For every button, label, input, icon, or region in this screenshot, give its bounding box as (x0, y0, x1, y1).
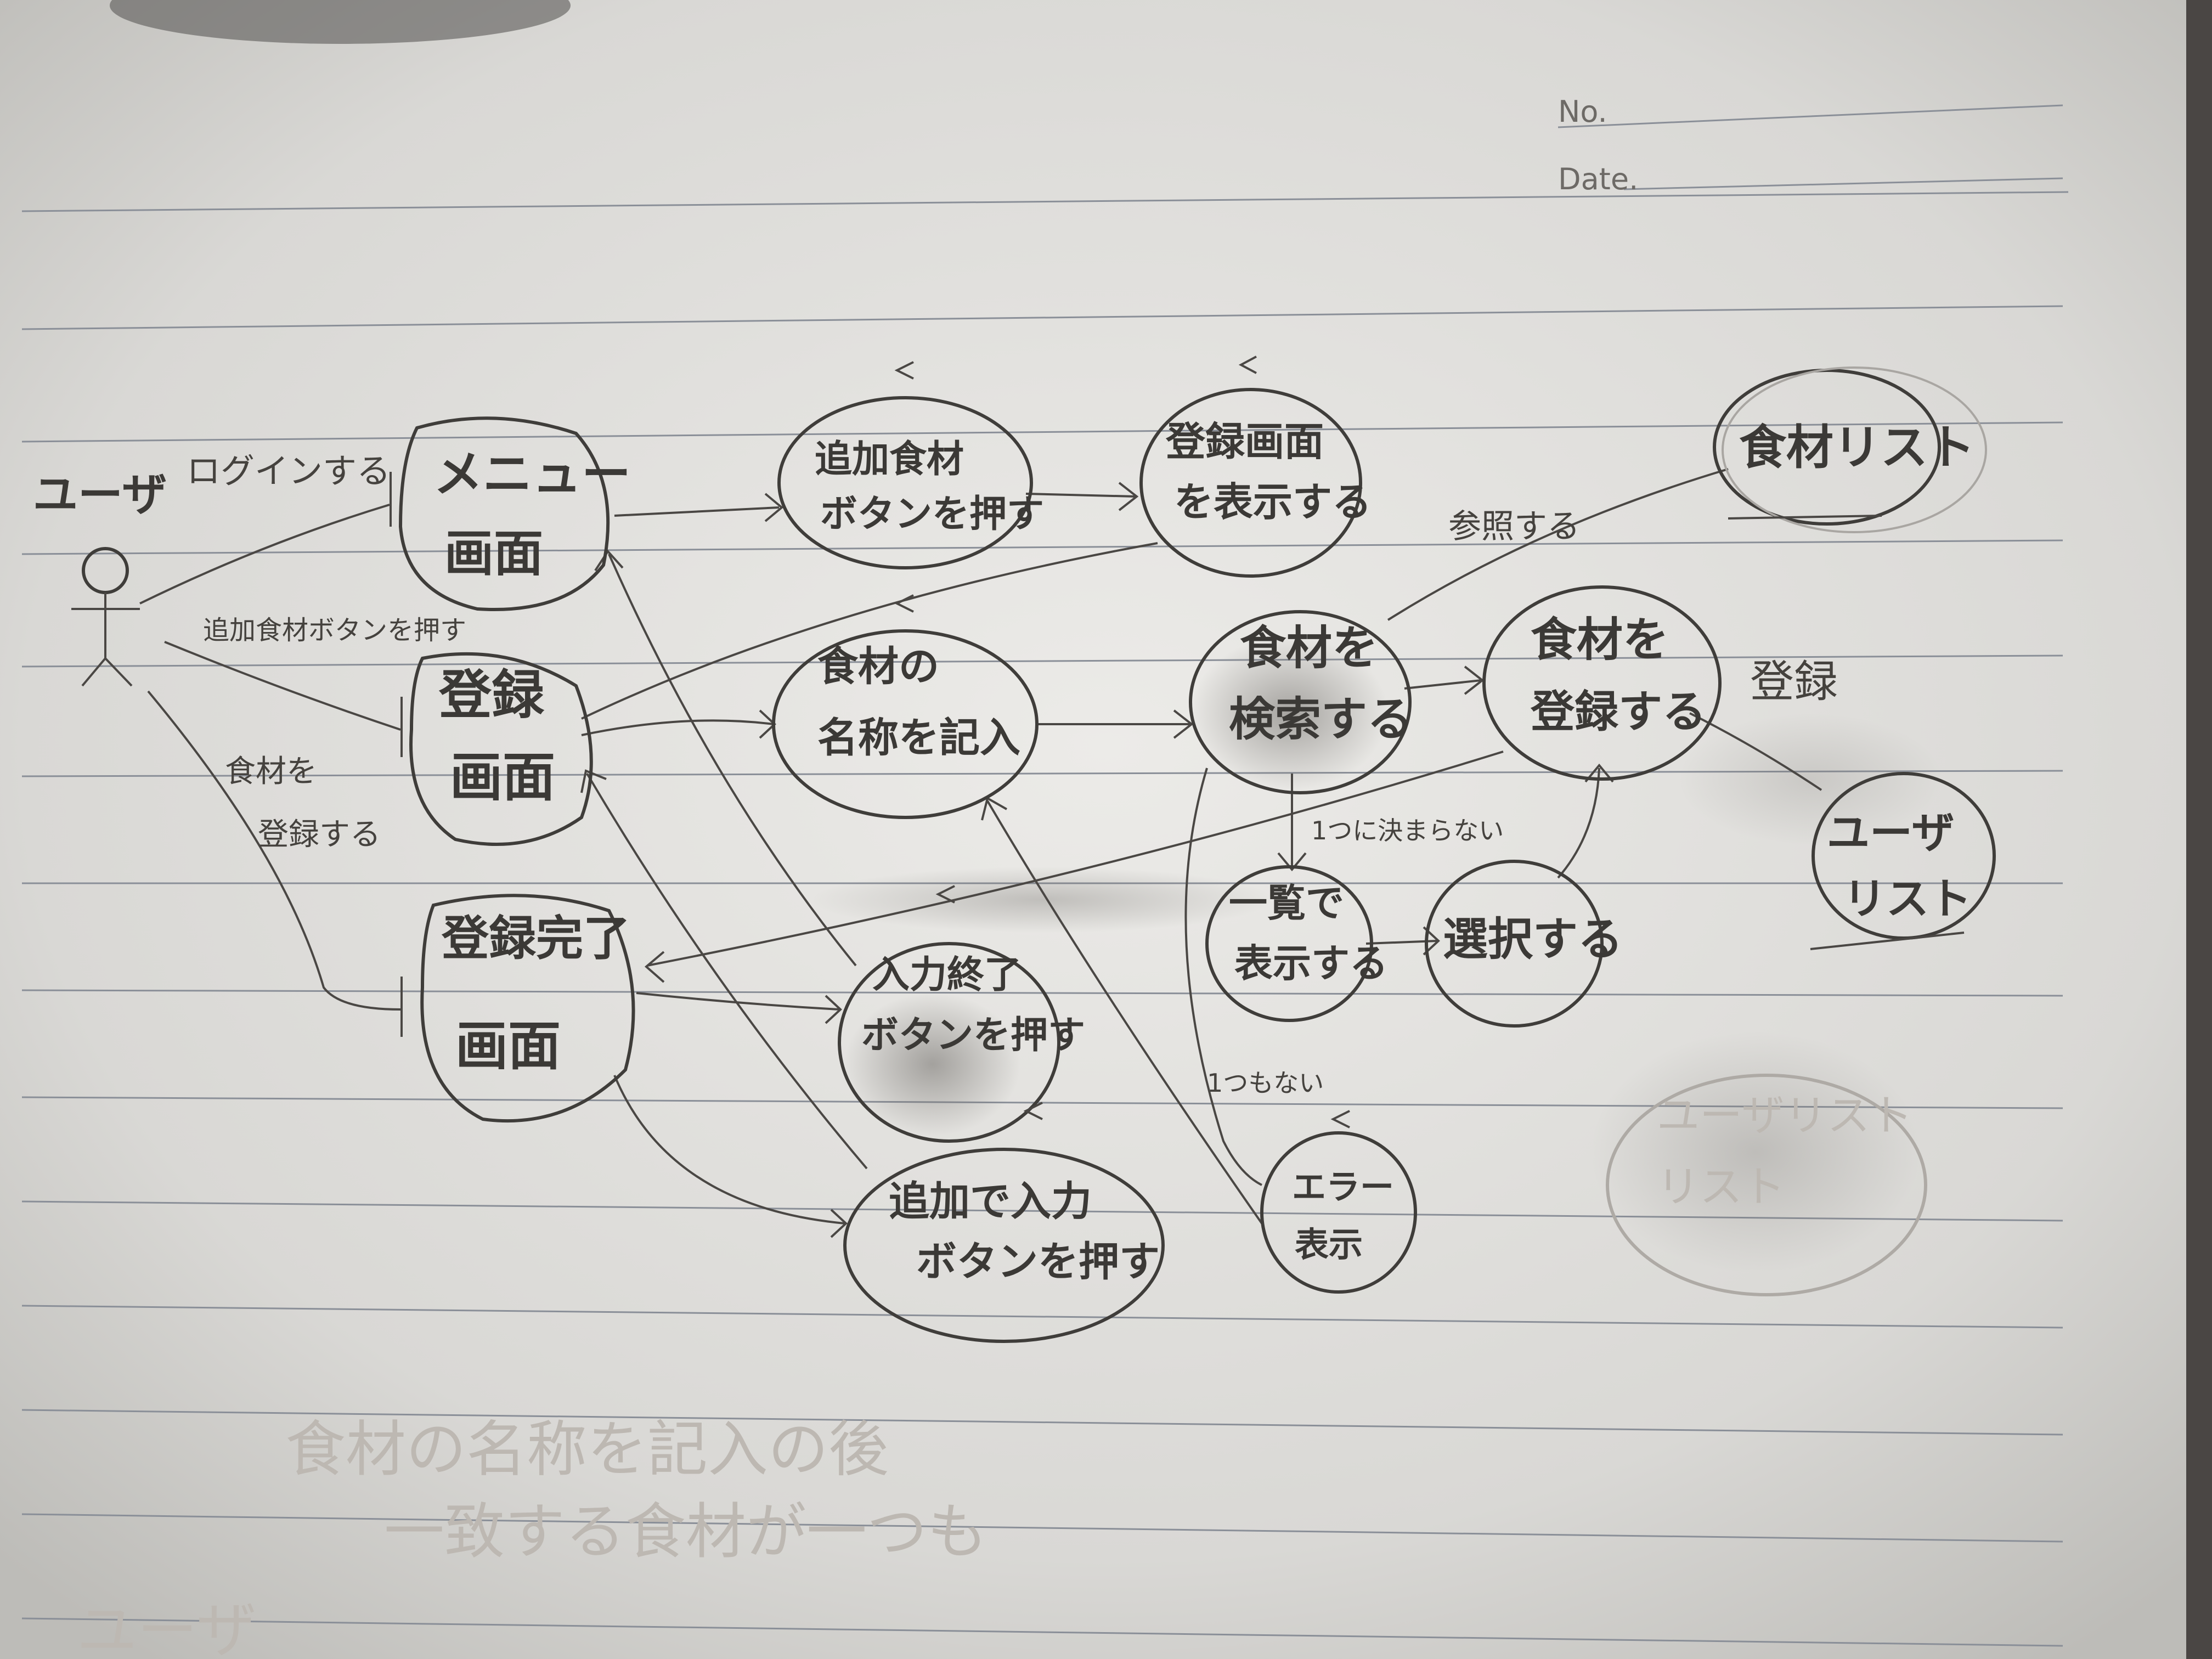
erased-notes: 食材の名称を記入の後 一致する食材が一つも ユーザ (77, 1414, 988, 1659)
actor-user: ユーザ (33, 469, 167, 687)
node-register-food-line2: 登録する (1530, 686, 1706, 737)
node-register-food: 食材を 登録する (1482, 585, 1722, 781)
top-shadow (110, 0, 571, 44)
edge-error-enter (986, 800, 1263, 1224)
node-show-register-line1: 登録画面 (1165, 419, 1324, 465)
edge-register-food (147, 690, 401, 1011)
node-add-input-line1: 追加で入力 (889, 1178, 1092, 1225)
faint-note-1: 食材の名称を記入の後 (285, 1414, 889, 1485)
node-error-line1: エラー (1292, 1167, 1394, 1207)
node-menu-screen: メニュー 画面 (398, 416, 631, 611)
edge-select-register (1557, 768, 1600, 879)
edge-label-press-add: 追加食材ボタンを押す (203, 615, 466, 646)
node-show-register: 登録画面 を表示する (1139, 356, 1372, 578)
node-press-add-input: 追加で入力 ボタンを押す (843, 1102, 1165, 1343)
node-user-list-faint: ユーザリスト リスト (1606, 1074, 1927, 1296)
node-user-list-line2: リスト (1843, 874, 1972, 924)
edge-reference (1387, 468, 1729, 621)
node-search-line2: 検索する (1229, 692, 1413, 746)
node-register-line1: 登録 (438, 664, 545, 726)
node-select-line1: 選択する (1443, 913, 1623, 966)
edge-label-none: 1つもない (1207, 1068, 1324, 1098)
node-user-list: ユーザ リスト (1810, 772, 1996, 950)
node-user-list-line1: ユーザ (1827, 809, 1954, 858)
node-complete-screen: 登録完了 画面 (420, 894, 635, 1123)
edge-label-register-food-1: 食材を (225, 754, 317, 789)
node-food-list: 食材リスト (1713, 366, 1987, 533)
node-complete-line2: 画面 (455, 1015, 561, 1077)
node-add-input-line2: ボタンを押す (916, 1238, 1160, 1285)
edge-label-login: ログインする (187, 451, 391, 491)
nodes: メニュー 画面 登録 画面 登録完了 画面 追加食材 ボタンを押す 登録画面 を… (398, 356, 1996, 1343)
edge-search-register (1404, 679, 1482, 690)
edge-show-register (581, 542, 1158, 720)
edge-register-user (1689, 712, 1822, 791)
node-press-input-done: 入力終了 ボタンを押す (838, 885, 1085, 1143)
actor-label: ユーザ (33, 469, 167, 521)
edge-press-add (164, 641, 401, 731)
node-error-line2: 表示 (1295, 1224, 1363, 1265)
node-user-list-faint-line1: ユーザリスト (1657, 1091, 1912, 1141)
pencil-smudges (812, 636, 1942, 1273)
node-press-add-line2: ボタンを押す (820, 493, 1044, 536)
edge-label-reference: 参照する (1448, 507, 1580, 546)
node-input-done-line2: ボタンを押す (861, 1014, 1085, 1057)
node-select: 選択する (1425, 860, 1623, 1028)
node-press-add-button: 追加食材 ボタンを押す (777, 361, 1044, 569)
header-no: No. (1558, 94, 1607, 129)
edge-search-error (1184, 768, 1262, 1186)
node-register-line2: 画面 (450, 747, 555, 808)
node-list-line1: 一覧で (1229, 881, 1344, 926)
edge-complete-addinput (613, 1075, 845, 1224)
header-date: Date. (1558, 162, 1638, 196)
right-edge-shadow (2186, 0, 2212, 1659)
node-show-register-line2: を表示する (1174, 479, 1372, 525)
node-press-add-line1: 追加食材 (815, 438, 964, 481)
edges: ログインする 追加食材ボタンを押す 食材を 登録する 参照する 登録 (139, 451, 1838, 1238)
node-menu-line1: メニュー (433, 445, 631, 503)
edge-addinput-register (586, 772, 868, 1170)
node-register-food-line1: 食材を (1531, 613, 1669, 667)
node-enter-name: 食材の 名称を記入 (772, 594, 1039, 819)
edge-label-register-food-2: 登録する (258, 817, 381, 853)
node-menu-line2: 画面 (444, 525, 543, 583)
node-enter-name-line1: 食材の (817, 643, 939, 690)
edge-label-not-one: 1つに決まらない (1311, 816, 1504, 845)
edge-done-menu (608, 554, 857, 967)
node-error-display: エラー 表示 (1260, 1110, 1417, 1294)
node-search-food: 食材を 検索する (1189, 610, 1413, 794)
edge-complete-done (636, 992, 840, 1011)
edge-screen-enter (581, 719, 774, 736)
edge-label-register: 登録 (1750, 656, 1838, 707)
faint-note-2: 一致する食材が一つも (384, 1497, 988, 1567)
edge-menu-add (614, 506, 780, 517)
node-input-done-line1: 入力終了 (872, 953, 1022, 997)
faint-note-3: ユーザ (77, 1595, 257, 1659)
edge-add-show (1025, 493, 1136, 498)
node-list-display: 一覧で 表示する (1205, 865, 1388, 1022)
node-food-list-line1: 食材リスト (1739, 420, 1975, 475)
node-enter-name-line2: 名称を記入 (817, 714, 1020, 761)
edge-register-complete (647, 751, 1504, 967)
edge-login (139, 504, 390, 605)
node-complete-line1: 登録完了 (441, 911, 630, 966)
node-user-list-faint-line2: リスト (1657, 1163, 1785, 1212)
node-search-line1: 食材を (1240, 621, 1378, 675)
node-list-line2: 表示する (1234, 941, 1388, 986)
node-register-screen: 登録 画面 (409, 652, 593, 846)
